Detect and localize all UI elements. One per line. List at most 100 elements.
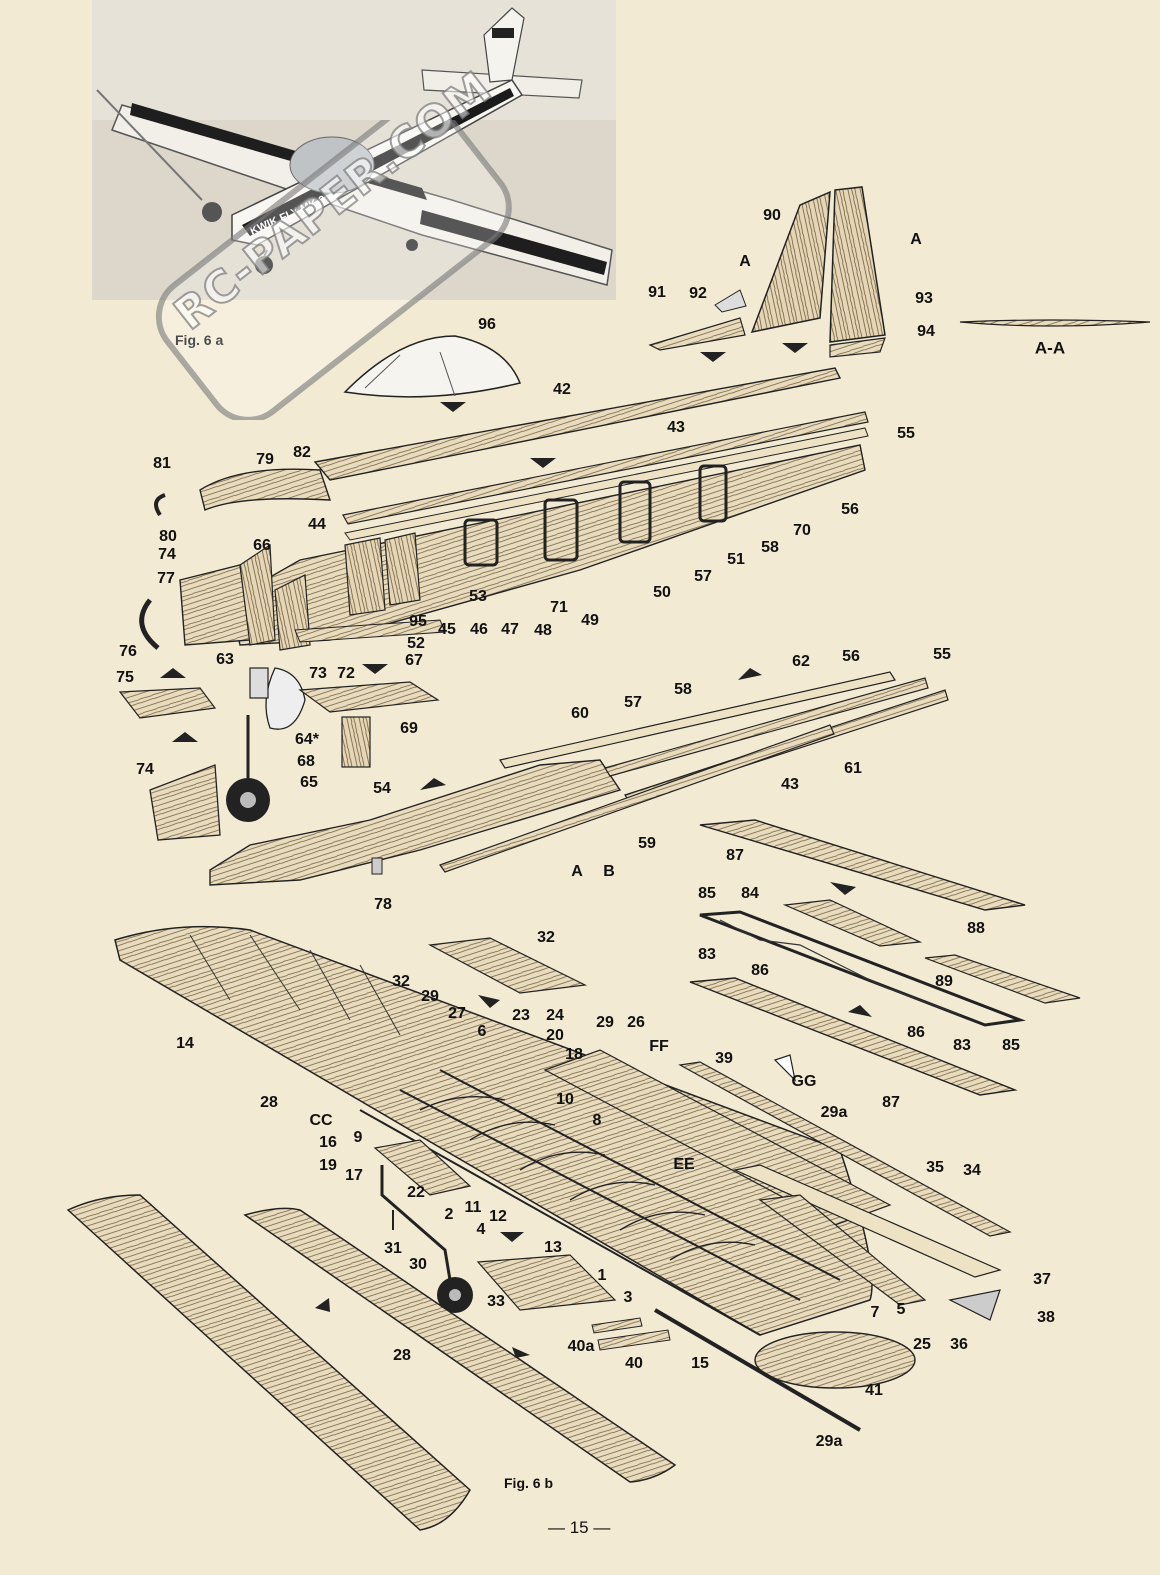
part-label: 22 (407, 1184, 425, 1201)
part-label: 36 (950, 1336, 968, 1353)
part-label: 88 (967, 920, 985, 937)
part-label: 93 (915, 290, 933, 307)
part-label: 74 (158, 546, 176, 563)
part-label: 51 (727, 551, 745, 568)
part-label: 44 (308, 516, 326, 533)
part-label: 53 (469, 588, 487, 605)
part-label: A (571, 863, 583, 880)
part-label: 38 (1037, 1309, 1055, 1326)
part-label: 48 (534, 622, 552, 639)
part-label: 28 (393, 1347, 411, 1364)
part-label: 42 (553, 381, 571, 398)
part-label: GG (791, 1073, 817, 1090)
part-label: 4 (476, 1221, 486, 1238)
part-label: 49 (581, 612, 599, 629)
part-label: 86 (907, 1024, 925, 1041)
page-number: — 15 — (548, 1518, 611, 1537)
part-label: 66 (253, 537, 271, 554)
part-label: 76 (119, 643, 137, 660)
part-label: 79 (256, 451, 274, 468)
part-label: 86 (751, 962, 769, 979)
part-label: 84 (741, 885, 759, 902)
part-label: 15 (691, 1355, 709, 1372)
part-label: 40a (567, 1338, 595, 1355)
part-label: 96 (478, 316, 496, 333)
part-label: 13 (544, 1239, 562, 1256)
part-label: 62 (792, 653, 810, 670)
part-label: 94 (917, 323, 935, 340)
part-label: 16 (319, 1134, 337, 1151)
part-label: 90 (763, 207, 781, 224)
part-label: 50 (653, 584, 671, 601)
part-label: 85 (1002, 1037, 1020, 1054)
part-label: A (910, 231, 922, 248)
part-label: 43 (667, 419, 685, 436)
part-label: 57 (624, 694, 642, 711)
part-label: 12 (489, 1208, 507, 1225)
part-label: 58 (761, 539, 779, 556)
part-label: 32 (537, 929, 555, 946)
part-label: 63 (216, 651, 234, 668)
part-label: 29 (421, 988, 439, 1005)
part-label: 92 (689, 285, 707, 302)
part-label: 95 (409, 613, 427, 630)
part-label: 24 (546, 1007, 564, 1024)
fuselage (139, 367, 869, 678)
section-label: A-A (1034, 338, 1066, 358)
part-label: 72 (337, 665, 355, 682)
part-label: 35 (926, 1159, 944, 1176)
sheeting-panels (66, 1194, 677, 1531)
part-label: 56 (842, 648, 860, 665)
part-label: 54 (373, 780, 391, 797)
part-label: 81 (153, 455, 171, 472)
part-label: 17 (345, 1167, 363, 1184)
part-label: 29a (815, 1433, 843, 1450)
fin-rudder (648, 186, 1151, 362)
part-label: 10 (556, 1091, 574, 1108)
part-label: 87 (726, 847, 744, 864)
part-label: 83 (698, 946, 716, 963)
part-label: 43 (781, 776, 799, 793)
part-label: 56 (841, 501, 859, 518)
part-label: 8 (592, 1112, 602, 1129)
part-label: 80 (159, 528, 177, 545)
part-label: 70 (793, 522, 811, 539)
part-label: 7 (870, 1304, 880, 1321)
part-label: 11 (464, 1199, 482, 1216)
diagram-caption: Fig. 6 b (504, 1475, 553, 1491)
wing (114, 925, 1012, 1432)
part-label: 23 (512, 1007, 530, 1024)
part-label: 30 (409, 1256, 427, 1273)
part-label: 89 (935, 973, 953, 990)
part-label: 68 (297, 753, 315, 770)
part-label: 87 (882, 1094, 900, 1111)
part-label: 69 (400, 720, 418, 737)
part-label: 55 (933, 646, 951, 663)
part-label: A (739, 253, 751, 270)
part-label: 55 (897, 425, 915, 442)
fuselage-bottom (209, 668, 949, 886)
part-label: EE (673, 1156, 695, 1173)
canopy (343, 335, 522, 412)
part-label: 6 (477, 1023, 487, 1040)
part-label: 47 (501, 621, 519, 638)
part-label: 14 (176, 1035, 194, 1052)
part-label: 67 (405, 652, 423, 669)
part-label: 5 (896, 1301, 906, 1318)
part-label: 64* (294, 731, 320, 748)
part-label: 75 (116, 669, 134, 686)
part-label: FF (649, 1038, 669, 1055)
part-label: 73 (309, 665, 327, 682)
part-label: 91 (648, 284, 666, 301)
part-label: 57 (694, 568, 712, 585)
part-label: 20 (546, 1027, 564, 1044)
part-label: 25 (913, 1336, 931, 1353)
part-label: 3 (623, 1289, 633, 1306)
part-label: 41 (865, 1382, 883, 1399)
part-label: 59 (638, 835, 656, 852)
part-label: 71 (550, 599, 568, 616)
part-label: 28 (260, 1094, 278, 1111)
part-label: CC (309, 1112, 333, 1129)
